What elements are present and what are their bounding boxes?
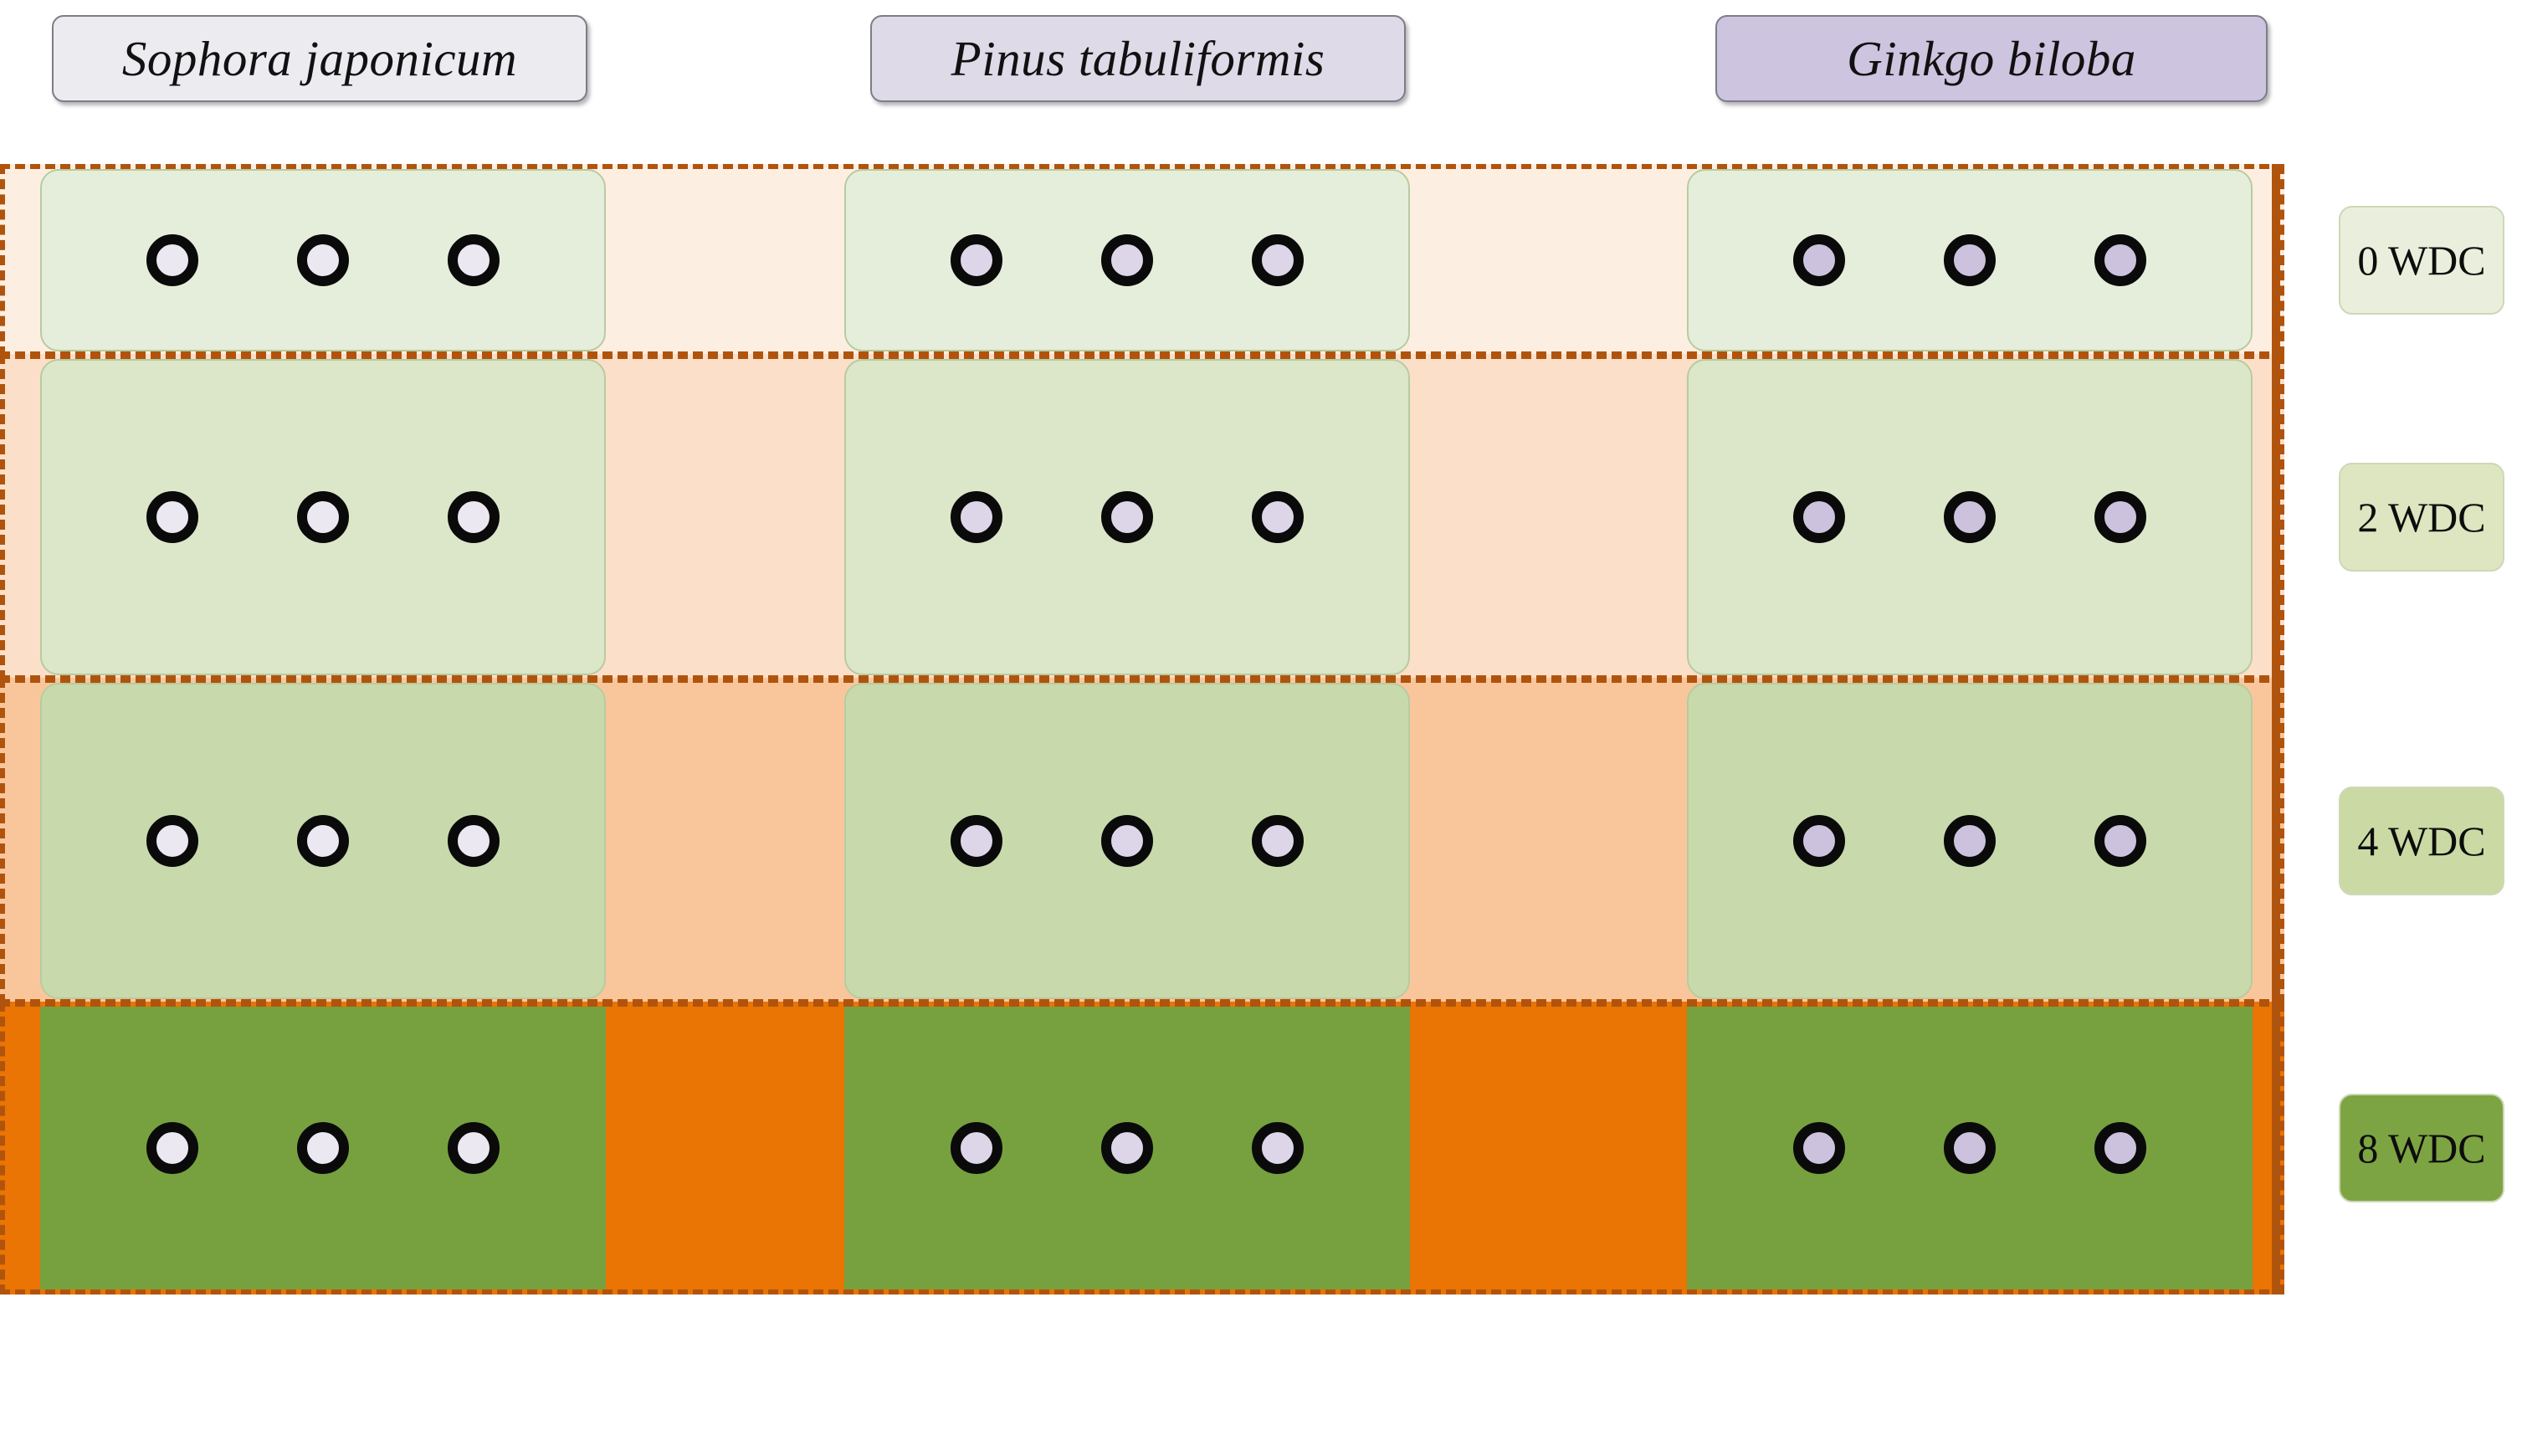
wdc-label-8-wdc[interactable]: 8 WDC	[2339, 1094, 2504, 1202]
replicate-dot[interactable]	[1252, 491, 1304, 543]
wdc-band-inner	[5, 1007, 2279, 1289]
replicate-dot[interactable]	[1252, 1122, 1304, 1174]
replicate-dot[interactable]	[448, 1122, 500, 1174]
cell-ginkgo-biloba-2-wdc[interactable]	[1687, 359, 2253, 675]
cell-ginkgo-biloba-0-wdc[interactable]	[1687, 169, 2253, 351]
wdc-band-inner	[5, 359, 2279, 675]
replicate-dot[interactable]	[1101, 234, 1153, 286]
experimental-design-grid	[0, 164, 2284, 1295]
cell-pinus-tabuliformis-0-wdc[interactable]	[844, 169, 1410, 351]
species-header-pinus-tabuliformis[interactable]: Pinus tabuliformis	[870, 15, 1406, 102]
wdc-label-text: 4 WDC	[2357, 818, 2486, 864]
cell-sophora-japonicum-8-wdc[interactable]	[40, 1007, 606, 1289]
cell-pinus-tabuliformis-8-wdc[interactable]	[844, 1007, 1410, 1289]
species-header-label: Pinus tabuliformis	[951, 30, 1325, 86]
wdc-label-text: 2 WDC	[2357, 494, 2486, 541]
wdc-band-inner	[5, 683, 2279, 999]
replicate-dot[interactable]	[2094, 815, 2146, 867]
wdc-label-0-wdc[interactable]: 0 WDC	[2339, 206, 2504, 315]
replicate-dot[interactable]	[1944, 815, 1996, 867]
replicate-group	[846, 815, 1408, 867]
wdc-band-inner	[5, 169, 2279, 351]
replicate-dot[interactable]	[1793, 1122, 1845, 1174]
wdc-label-4-wdc[interactable]: 4 WDC	[2339, 787, 2504, 895]
replicate-dot[interactable]	[1101, 815, 1153, 867]
grid-right-edge-rule	[2272, 164, 2280, 1295]
replicate-dot[interactable]	[951, 491, 1002, 543]
replicate-group	[42, 234, 604, 286]
species-header-sophora-japonicum[interactable]: Sophora japonicum	[52, 15, 587, 102]
replicate-dot[interactable]	[146, 234, 198, 286]
replicate-dot[interactable]	[1101, 491, 1153, 543]
replicate-dot[interactable]	[1944, 1122, 1996, 1174]
wdc-band-8-wdc	[0, 1002, 2284, 1295]
replicate-dot[interactable]	[448, 234, 500, 286]
replicate-dot[interactable]	[1793, 491, 1845, 543]
wdc-label-2-wdc[interactable]: 2 WDC	[2339, 463, 2504, 572]
replicate-dot[interactable]	[2094, 1122, 2146, 1174]
cell-sophora-japonicum-2-wdc[interactable]	[40, 359, 606, 675]
species-header-ginkgo-biloba[interactable]: Ginkgo biloba	[1715, 15, 2268, 102]
cell-pinus-tabuliformis-4-wdc[interactable]	[844, 683, 1410, 999]
replicate-group	[42, 815, 604, 867]
replicate-dot[interactable]	[297, 234, 349, 286]
replicate-dot[interactable]	[1944, 491, 1996, 543]
replicate-group	[42, 1122, 604, 1174]
species-header-label: Sophora japonicum	[121, 30, 518, 86]
replicate-dot[interactable]	[146, 491, 198, 543]
replicate-dot[interactable]	[448, 491, 500, 543]
species-header-row: Sophora japonicum Pinus tabuliformis Gin…	[0, 0, 2522, 126]
replicate-group	[1689, 234, 2251, 286]
replicate-dot[interactable]	[2094, 491, 2146, 543]
cell-pinus-tabuliformis-2-wdc[interactable]	[844, 359, 1410, 675]
cell-ginkgo-biloba-8-wdc[interactable]	[1687, 1007, 2253, 1289]
replicate-dot[interactable]	[297, 1122, 349, 1174]
replicate-dot[interactable]	[1101, 1122, 1153, 1174]
replicate-group	[846, 1122, 1408, 1174]
replicate-group	[1689, 1122, 2251, 1174]
wdc-label-text: 8 WDC	[2357, 1125, 2486, 1171]
replicate-dot[interactable]	[297, 815, 349, 867]
replicate-group	[846, 234, 1408, 286]
wdc-band-4-wdc	[0, 678, 2284, 1004]
replicate-dot[interactable]	[297, 491, 349, 543]
replicate-group	[846, 491, 1408, 543]
replicate-dot[interactable]	[951, 234, 1002, 286]
species-header-label: Ginkgo biloba	[1847, 30, 2136, 86]
replicate-dot[interactable]	[1793, 815, 1845, 867]
replicate-dot[interactable]	[1793, 234, 1845, 286]
replicate-dot[interactable]	[951, 1122, 1002, 1174]
replicate-group	[42, 491, 604, 543]
cell-ginkgo-biloba-4-wdc[interactable]	[1687, 683, 2253, 999]
wdc-label-text: 0 WDC	[2357, 237, 2486, 284]
replicate-dot[interactable]	[951, 815, 1002, 867]
replicate-dot[interactable]	[1252, 234, 1304, 286]
replicate-dot[interactable]	[146, 815, 198, 867]
replicate-group	[1689, 491, 2251, 543]
replicate-dot[interactable]	[1944, 234, 1996, 286]
replicate-dot[interactable]	[146, 1122, 198, 1174]
wdc-band-0-wdc	[0, 164, 2284, 356]
cell-sophora-japonicum-0-wdc[interactable]	[40, 169, 606, 351]
cell-sophora-japonicum-4-wdc[interactable]	[40, 683, 606, 999]
replicate-dot[interactable]	[448, 815, 500, 867]
wdc-band-2-wdc	[0, 354, 2284, 680]
replicate-dot[interactable]	[1252, 815, 1304, 867]
replicate-group	[1689, 815, 2251, 867]
replicate-dot[interactable]	[2094, 234, 2146, 286]
